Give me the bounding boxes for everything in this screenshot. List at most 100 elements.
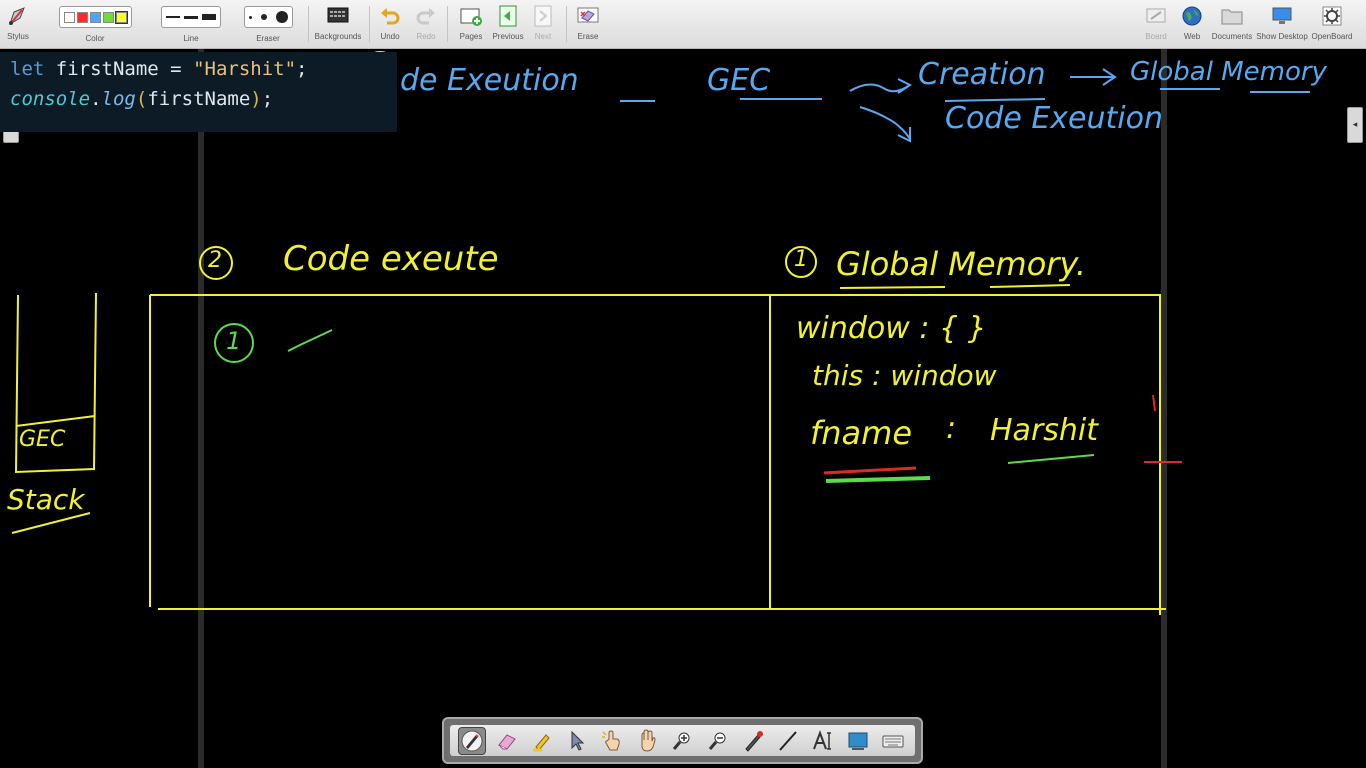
code-line-1: let firstName = "Harshit"; xyxy=(10,58,307,80)
ink-fname-key: fname xyxy=(810,414,913,452)
ink-gec: GEC xyxy=(707,63,771,98)
documents-button[interactable]: Documents xyxy=(1211,3,1253,41)
zoom-in-icon xyxy=(673,732,690,750)
fname-red-underline xyxy=(823,466,917,475)
pen-tool-button[interactable] xyxy=(457,726,486,755)
line-tool-button[interactable] xyxy=(774,727,802,755)
undo-label: Undo xyxy=(380,32,400,41)
laser-pointer-icon xyxy=(745,730,763,752)
eraser-tool-button[interactable] xyxy=(493,727,521,755)
harshit-underline xyxy=(1007,454,1095,464)
openboard-label: OpenBoard xyxy=(1311,32,1353,41)
step1-circle xyxy=(785,246,817,278)
gear-icon xyxy=(1319,3,1345,29)
previous-button[interactable]: Previous xyxy=(490,3,526,41)
underline-creation xyxy=(944,98,1046,102)
right-panel-handle[interactable]: ◂ xyxy=(1347,107,1363,143)
zoom-out-tool-button[interactable] xyxy=(704,727,732,755)
text-tool-button[interactable] xyxy=(809,727,837,755)
web-label: Web xyxy=(1183,32,1201,41)
backgrounds-button[interactable]: Backgrounds xyxy=(315,3,361,41)
next-button[interactable]: Next xyxy=(529,3,557,41)
main-toolbar: Stylus Color Line Eraser Bac xyxy=(0,0,1366,49)
show-desktop-button[interactable]: Show Desktop xyxy=(1256,3,1308,41)
monitor-icon xyxy=(1269,3,1295,29)
ink-code-execute: Code exeute xyxy=(283,239,499,279)
web-button[interactable]: Web xyxy=(1178,3,1206,41)
ink-this-entry: this : window xyxy=(812,359,997,392)
color-swatch-yellow[interactable] xyxy=(114,10,128,24)
pages-label: Pages xyxy=(459,32,483,41)
zoom-out-icon xyxy=(708,732,726,750)
next-page-icon xyxy=(530,3,556,29)
color-label: Color xyxy=(85,34,105,43)
string-literal: "Harshit" xyxy=(193,58,297,80)
ink-fname-colon: : xyxy=(946,411,957,446)
context-box-top xyxy=(150,294,1161,615)
interact-tool-button[interactable] xyxy=(598,727,626,755)
page-guide-left xyxy=(198,49,204,768)
keyboard-tool-button[interactable] xyxy=(879,727,907,755)
next-label: Next xyxy=(534,32,552,41)
color-picker[interactable]: Color xyxy=(43,3,147,43)
color-swatch-green[interactable] xyxy=(102,11,114,23)
floating-tool-palette xyxy=(442,717,923,764)
erase-label: Erase xyxy=(577,32,599,41)
selector-tool-button[interactable] xyxy=(563,727,591,755)
eraser-large-option[interactable] xyxy=(275,11,288,23)
assign-operator: = xyxy=(158,58,194,80)
capture-tool-button[interactable] xyxy=(844,727,872,755)
hand-tool-button[interactable] xyxy=(633,727,661,755)
argument-name: firstName xyxy=(147,88,251,110)
eraser-small-option[interactable] xyxy=(248,15,252,19)
redo-label: Redo xyxy=(416,32,436,41)
laser-tool-button[interactable] xyxy=(739,727,767,755)
line-width-picker[interactable]: Line xyxy=(160,3,222,43)
console-object: console xyxy=(10,88,91,110)
keyword-let: let xyxy=(10,58,45,80)
ink-fname-value: Harshit xyxy=(990,413,1099,448)
globe-icon xyxy=(1179,3,1205,29)
undo-button[interactable]: Undo xyxy=(376,3,404,41)
call-stack-outline xyxy=(14,292,97,474)
stylus-button[interactable]: Stylus xyxy=(4,3,32,41)
board-button[interactable]: Board xyxy=(1142,3,1170,41)
underline-memory-heading xyxy=(989,284,1071,288)
erase-button[interactable]: Erase xyxy=(574,3,602,41)
eraser-size-picker[interactable]: Eraser xyxy=(236,3,300,43)
eraser-size-options xyxy=(243,6,293,28)
color-swatch-red[interactable] xyxy=(76,11,88,23)
color-swatch-white[interactable] xyxy=(63,11,75,23)
stack-underline xyxy=(11,512,91,534)
call-stack-divider xyxy=(15,415,96,427)
pages-button[interactable]: Pages xyxy=(455,3,487,41)
fname-green-underline xyxy=(825,476,931,483)
zoom-in-tool-button[interactable] xyxy=(668,727,696,755)
keyboard-icon xyxy=(882,735,904,747)
redo-icon xyxy=(413,3,439,29)
line-label: Line xyxy=(183,34,199,43)
line-thin-option[interactable] xyxy=(166,16,180,18)
openboard-button[interactable]: OpenBoard xyxy=(1310,3,1354,41)
eraser-icon xyxy=(497,733,516,750)
capture-screen-icon xyxy=(848,732,868,750)
ink-window-entry: window : { } xyxy=(796,311,987,346)
redo-button[interactable]: Redo xyxy=(412,3,440,41)
ink-code-exeution: Code Exeution xyxy=(945,101,1163,136)
line-thick-option[interactable] xyxy=(202,14,216,20)
stylus-icon xyxy=(5,3,31,29)
ink-global-memory-top: Global Memory xyxy=(1130,57,1327,87)
arrow-gec-to-creation xyxy=(849,78,912,94)
pointing-hand-icon xyxy=(602,729,620,750)
ink-top-left: de Exeution xyxy=(400,63,579,98)
arrow-creation-to-memory xyxy=(1070,68,1117,86)
checkmark-icon xyxy=(287,329,333,352)
step2-circle xyxy=(199,246,233,280)
color-swatch-blue[interactable] xyxy=(89,11,101,23)
whiteboard-canvas[interactable]: de Exeution GEC Creation Global Memory C… xyxy=(0,49,1366,768)
line-medium-option[interactable] xyxy=(184,15,198,19)
highlighter-tool-button[interactable] xyxy=(528,727,556,755)
eraser-medium-option[interactable] xyxy=(260,14,267,20)
stylus-label: Stylus xyxy=(7,32,29,41)
semicolon-2: ; xyxy=(261,88,274,110)
